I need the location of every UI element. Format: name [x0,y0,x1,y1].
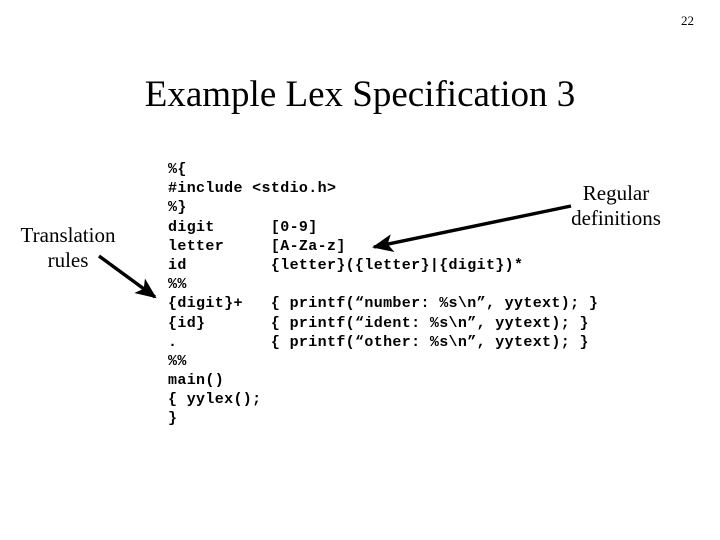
code-line: %} [168,199,187,217]
annotation-regular-definitions: Regular definitions [552,181,680,231]
code-line: %{ [168,161,187,178]
code-line: {digit}+ { printf(“number: %s\n”, yytext… [168,295,599,313]
code-line: id {letter}({letter}|{digit})* [168,256,524,274]
code-line: . { printf(“other: %s\n”, yytext); } [168,333,589,351]
annotation-regular-definitions-line2: definitions [571,206,661,230]
code-line: %% [168,276,187,294]
page-number: 22 [681,13,694,28]
lex-specification-code-block: %{ #include <stdio.h>%}digit [0-9]letter … [168,160,598,429]
annotation-translation-rules-line2: rules [47,248,89,272]
code-line: digit [0-9] [168,218,318,236]
page-title: Example Lex Specification 3 [144,74,576,115]
code-line: #include <stdio.h> [168,180,337,198]
code-line: %% [168,352,187,370]
annotation-regular-definitions-line1: Regular [582,181,650,205]
code-line: {id} { printf(“ident: %s\n”, yytext); } [168,314,589,332]
annotation-translation-rules-line1: Translation [20,223,116,247]
code-line: { yylex(); [168,391,262,409]
code-line: letter [A-Za-z] [168,237,346,255]
code-line: } [168,410,178,428]
code-line: main() [168,372,225,390]
annotation-translation-rules: Translation rules [4,223,132,273]
